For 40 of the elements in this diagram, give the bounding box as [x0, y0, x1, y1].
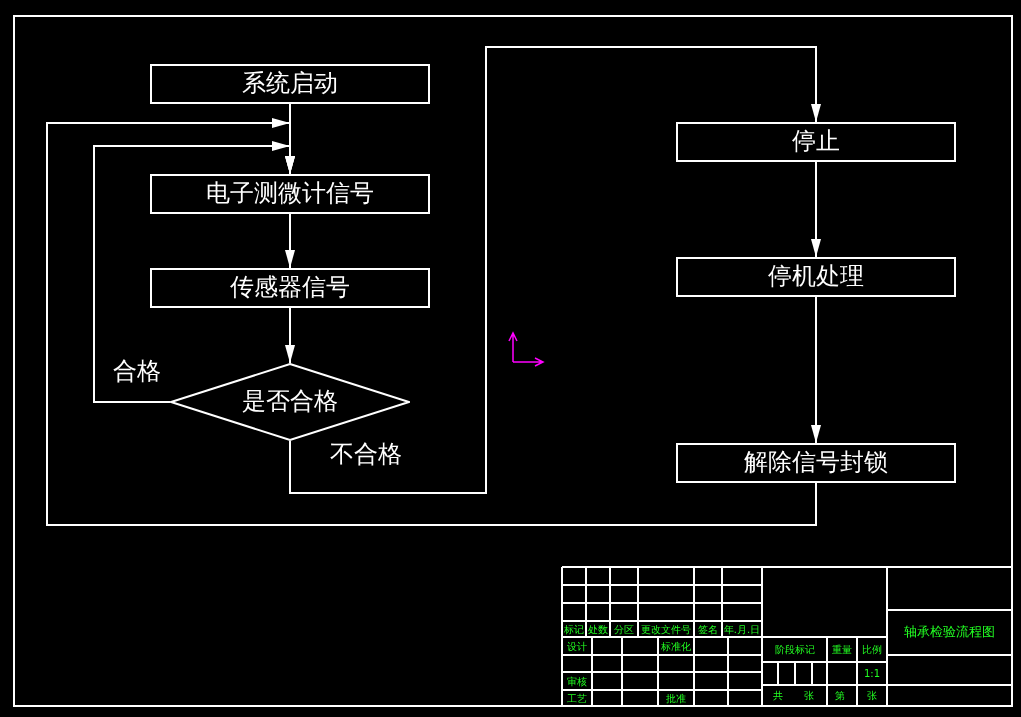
title-block-label: 比例 — [862, 644, 882, 655]
flow-arrow — [811, 296, 821, 444]
step-label: 电子测微计信号 — [206, 180, 374, 208]
step-label: 停止 — [792, 128, 840, 156]
title-block-label: 第 — [835, 690, 845, 701]
process-box — [676, 122, 956, 162]
process-box — [150, 64, 430, 104]
step-label: 传感器信号 — [230, 274, 350, 302]
title-block-label: 重量 — [832, 644, 852, 655]
title-block-label: 年.月.日 — [723, 623, 761, 635]
title-block-label: 处数 — [588, 623, 608, 635]
flow-arrow — [46, 118, 817, 526]
decision-diamond — [170, 363, 410, 441]
process-box — [150, 174, 430, 214]
title-block-label: 阶段标记 — [774, 644, 815, 655]
flow-arrow — [811, 161, 821, 258]
flow-arrow — [285, 213, 295, 269]
edge-label: 合格 — [113, 358, 161, 386]
title-block-label: 审核 — [567, 675, 587, 687]
process-box — [150, 268, 430, 308]
step-label: 停机处理 — [768, 263, 864, 291]
title-block-label: 标记 — [564, 623, 584, 635]
title-block-label: 工艺 — [567, 692, 587, 704]
title-block-label: 分区 — [614, 623, 634, 635]
step-label: 解除信号封锁 — [744, 449, 888, 477]
process-box — [676, 443, 956, 483]
title-block-label: 共 — [772, 690, 783, 701]
title-block-label: 张 — [803, 690, 814, 701]
drawing-title: 轴承检验流程图 — [904, 625, 995, 640]
step-label: 系统启动 — [242, 70, 338, 98]
title-block-label: 批准 — [666, 692, 686, 704]
title-block-label: 设计 — [567, 640, 587, 652]
title-block-label: 张 — [866, 690, 877, 701]
decision-label: 是否合格 — [242, 388, 338, 416]
flow-arrow — [285, 307, 295, 364]
scale-value: 1:1 — [863, 668, 881, 679]
title-block-label: 标准化 — [661, 640, 691, 652]
process-box — [676, 257, 956, 297]
title-block-label: 更改文件号 — [641, 623, 691, 635]
title-block-label: 签名 — [698, 623, 718, 635]
